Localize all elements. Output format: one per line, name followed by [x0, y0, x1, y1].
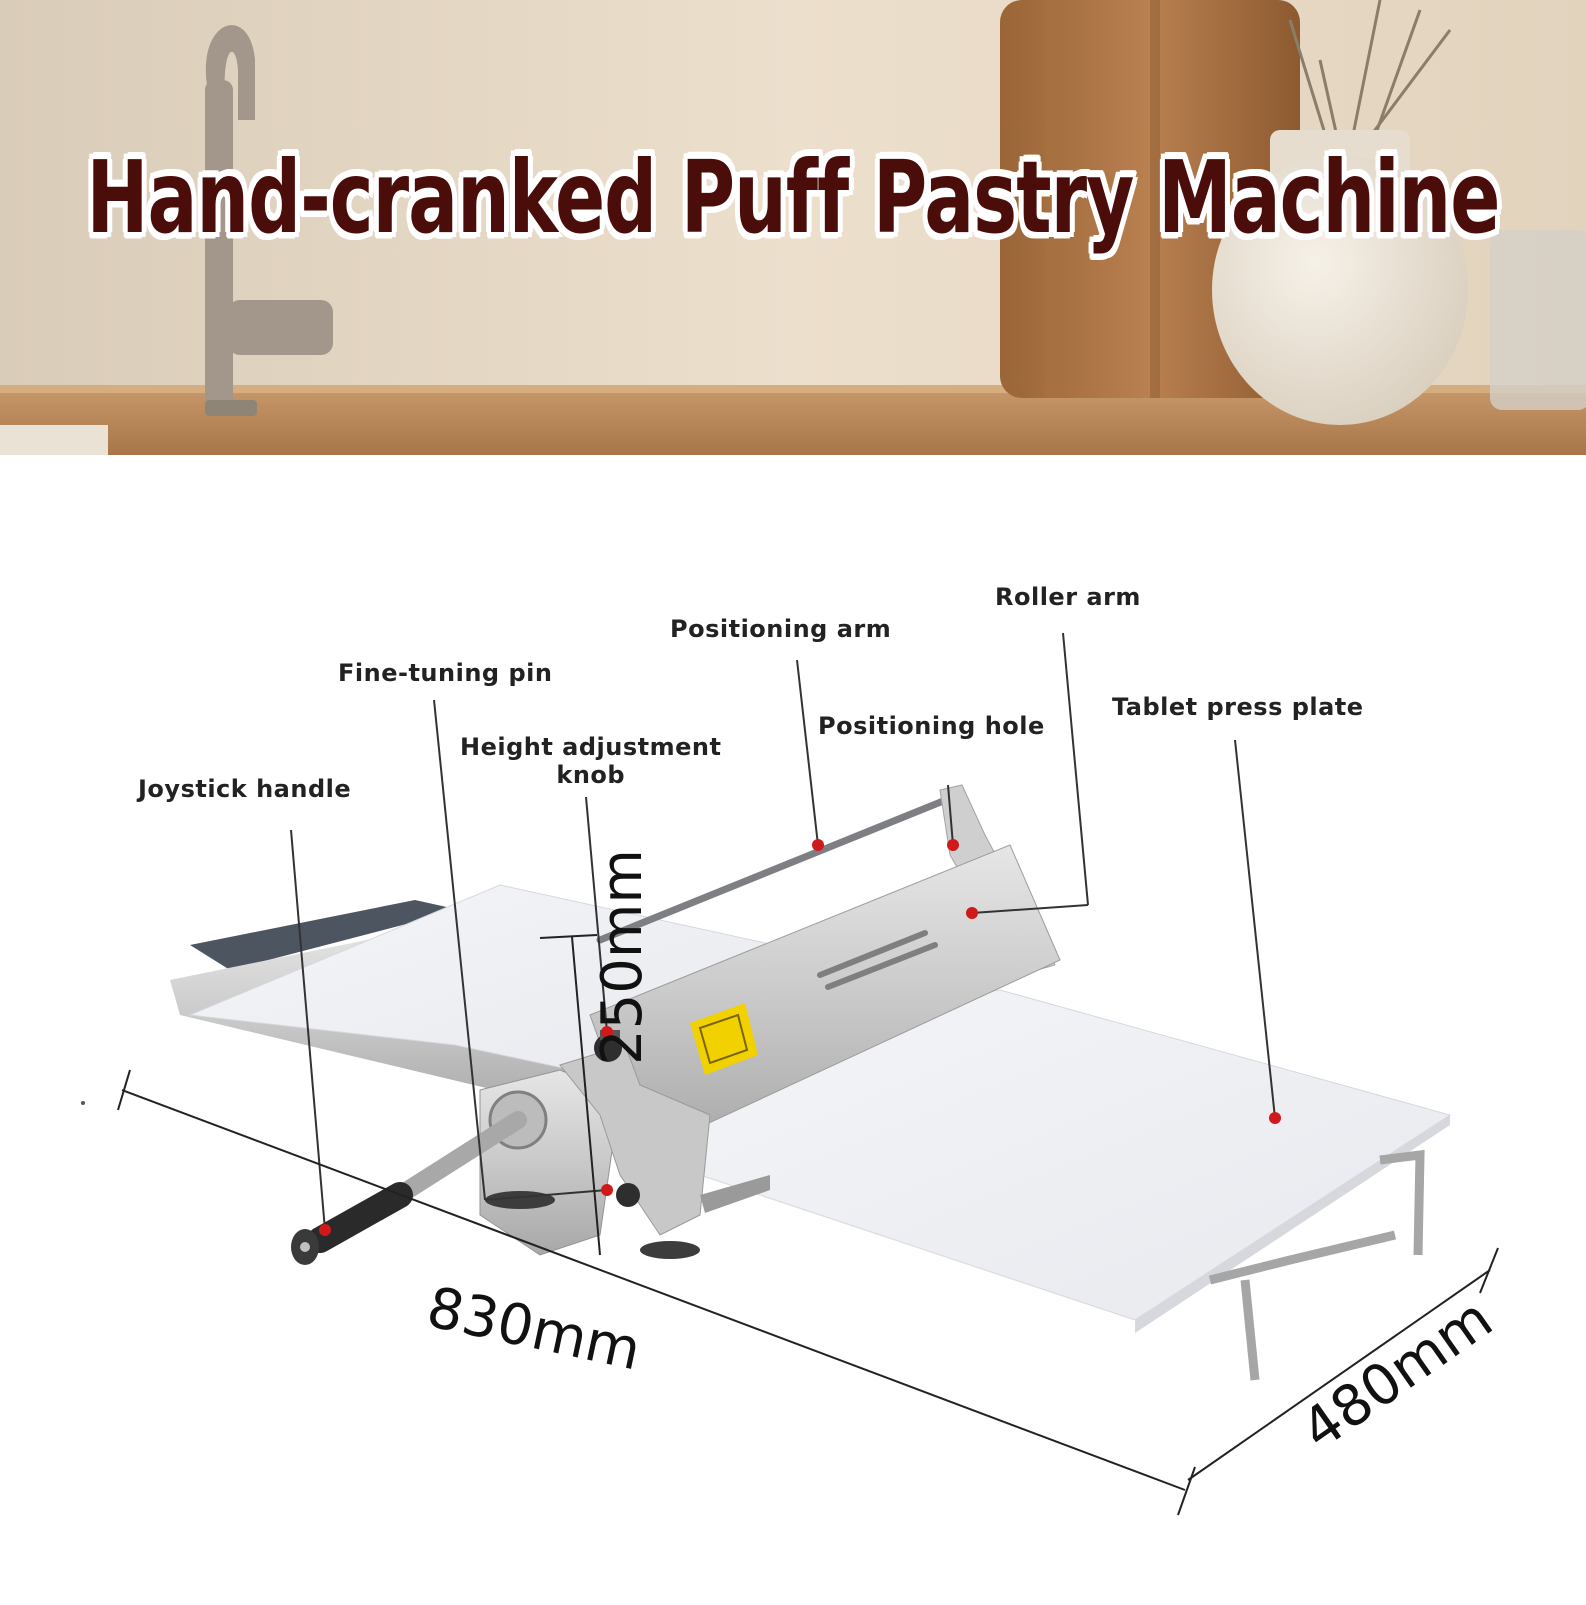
vase — [1212, 130, 1468, 425]
faucet — [205, 25, 333, 416]
label-height-adjustment-knob-line1: Height adjustment — [460, 733, 722, 761]
machine-illustration — [81, 632, 1499, 1516]
dimension-height: 250mm — [590, 849, 655, 1065]
label-roller-arm: Roller arm — [995, 583, 1141, 611]
label-fine-tuning-pin: Fine-tuning pin — [338, 659, 553, 687]
positioning-arm-rod — [596, 791, 962, 944]
label-tablet-press-plate: Tablet press plate — [1112, 693, 1364, 721]
label-positioning-hole: Positioning hole — [818, 712, 1045, 740]
callout-dots — [319, 839, 1281, 1236]
right-stand — [1208, 1149, 1425, 1381]
label-joystick-handle: Joystick handle — [138, 775, 352, 803]
fine-tuning-pin-illustration — [616, 1183, 640, 1207]
banner-photo: Hand-cranked Puff Pastry Machine — [0, 0, 1586, 455]
label-positioning-arm: Positioning arm — [670, 615, 892, 643]
dimension-lines — [117, 934, 1499, 1516]
foot-center — [640, 1241, 700, 1259]
warning-sticker — [690, 1003, 758, 1075]
joystick-handle-illustration — [291, 1182, 413, 1265]
sink — [0, 425, 108, 455]
label-height-adjustment-knob: Height adjustment knob — [460, 733, 721, 789]
crank-arm — [391, 1111, 527, 1204]
kitchen-background-illustration — [0, 0, 1586, 455]
roller-handle-slot — [817, 930, 938, 990]
glass-jar — [1490, 230, 1586, 410]
back-tray — [190, 900, 460, 970]
machine-diagram: Roller arm Positioning arm Fine-tuning p… — [0, 455, 1586, 1600]
label-height-adjustment-knob-line2: knob — [556, 761, 626, 789]
banner-title: Hand-cranked Puff Pastry Machine — [86, 140, 1501, 257]
